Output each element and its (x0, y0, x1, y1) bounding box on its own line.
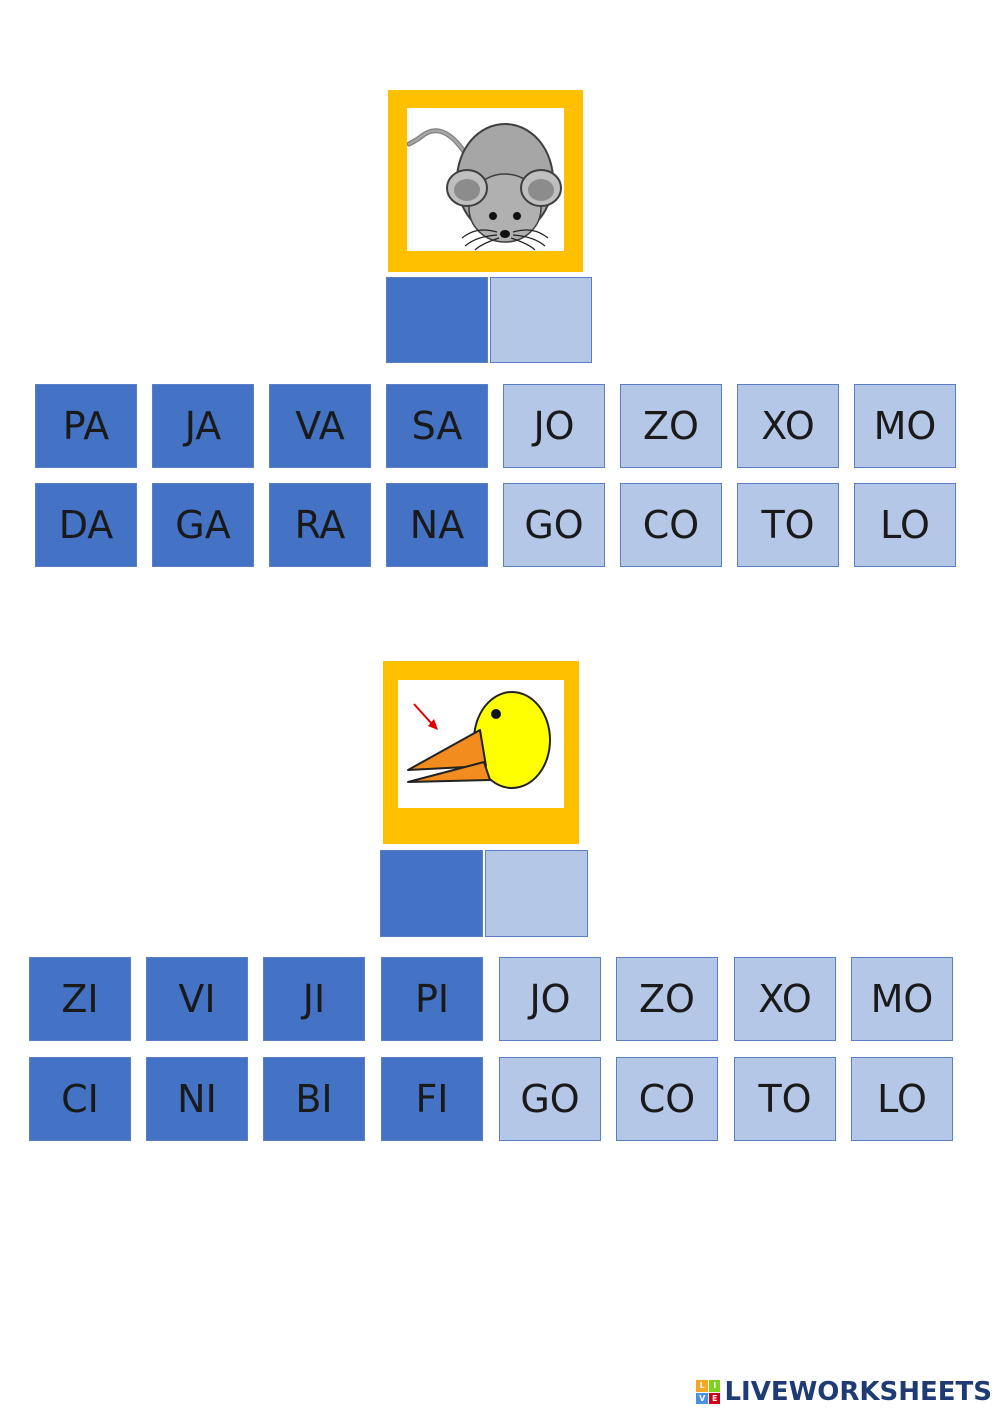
exercise-2-row-1-tile-ji[interactable]: JI (263, 957, 365, 1041)
exercise-1-row-1-tile-xo[interactable]: XO (737, 384, 839, 468)
exercise-1-row-2-tile-go[interactable]: GO (503, 483, 605, 567)
picture-frame-2 (383, 661, 579, 844)
exercise-2-row-1-tile-pi[interactable]: PI (381, 957, 483, 1041)
beak-icon (407, 691, 551, 789)
exercise-1-row-2-tile-co[interactable]: CO (620, 483, 722, 567)
exercise-2-row-1-tile-zo[interactable]: ZO (616, 957, 718, 1041)
exercise-1-row-1-tile-ja[interactable]: JA (152, 384, 254, 468)
exercise-2-row-2-tile-bi[interactable]: BI (263, 1057, 365, 1141)
exercise-1-row-2-tile-da[interactable]: DA (35, 483, 137, 567)
exercise-1-row-1-tile-jo[interactable]: JO (503, 384, 605, 468)
liveworksheets-brand: L I V E LIVEWORKSHEETS (696, 1377, 992, 1407)
liveworksheets-logo-icon: L I V E (696, 1380, 721, 1404)
exercise-2-row-1-tile-mo[interactable]: MO (851, 957, 953, 1041)
answer-slot-2-second[interactable] (485, 850, 588, 937)
exercise-1-row-1-tile-mo[interactable]: MO (854, 384, 956, 468)
exercise-1-row-1-tile-pa[interactable]: PA (35, 384, 137, 468)
brand-name: LIVEWORKSHEETS (724, 1377, 992, 1407)
exercise-2-row-2-tile-lo[interactable]: LO (851, 1057, 953, 1141)
exercise-2-row-2-tile-ci[interactable]: CI (29, 1057, 131, 1141)
exercise-1-row-2-tile-to[interactable]: TO (737, 483, 839, 567)
exercise-1-row-2-tile-ra[interactable]: RA (269, 483, 371, 567)
exercise-2-row-2-tile-co[interactable]: CO (616, 1057, 718, 1141)
exercise-1-row-2-tile-ga[interactable]: GA (152, 483, 254, 567)
exercise-2-row-2-tile-ni[interactable]: NI (146, 1057, 248, 1141)
exercise-1-row-2-tile-lo[interactable]: LO (854, 483, 956, 567)
mouse-icon (406, 123, 562, 251)
exercise-1-row-1-tile-sa[interactable]: SA (386, 384, 488, 468)
exercise-2-row-2-tile-fi[interactable]: FI (381, 1057, 483, 1141)
answer-slot-1-first[interactable] (386, 277, 488, 363)
exercise-2-row-2-tile-go[interactable]: GO (499, 1057, 601, 1141)
exercise-2-row-1-tile-vi[interactable]: VI (146, 957, 248, 1041)
exercise-2-row-2-tile-to[interactable]: TO (734, 1057, 836, 1141)
picture-frame-1 (388, 90, 583, 272)
answer-slot-1-second[interactable] (490, 277, 592, 363)
exercise-1-row-2-tile-na[interactable]: NA (386, 483, 488, 567)
exercise-2-row-1-tile-zi[interactable]: ZI (29, 957, 131, 1041)
exercise-1-row-1-tile-va[interactable]: VA (269, 384, 371, 468)
answer-slot-2-first[interactable] (380, 850, 483, 937)
exercise-2-row-1-tile-jo[interactable]: JO (499, 957, 601, 1041)
exercise-1-row-1-tile-zo[interactable]: ZO (620, 384, 722, 468)
exercise-2-row-1-tile-xo[interactable]: XO (734, 957, 836, 1041)
